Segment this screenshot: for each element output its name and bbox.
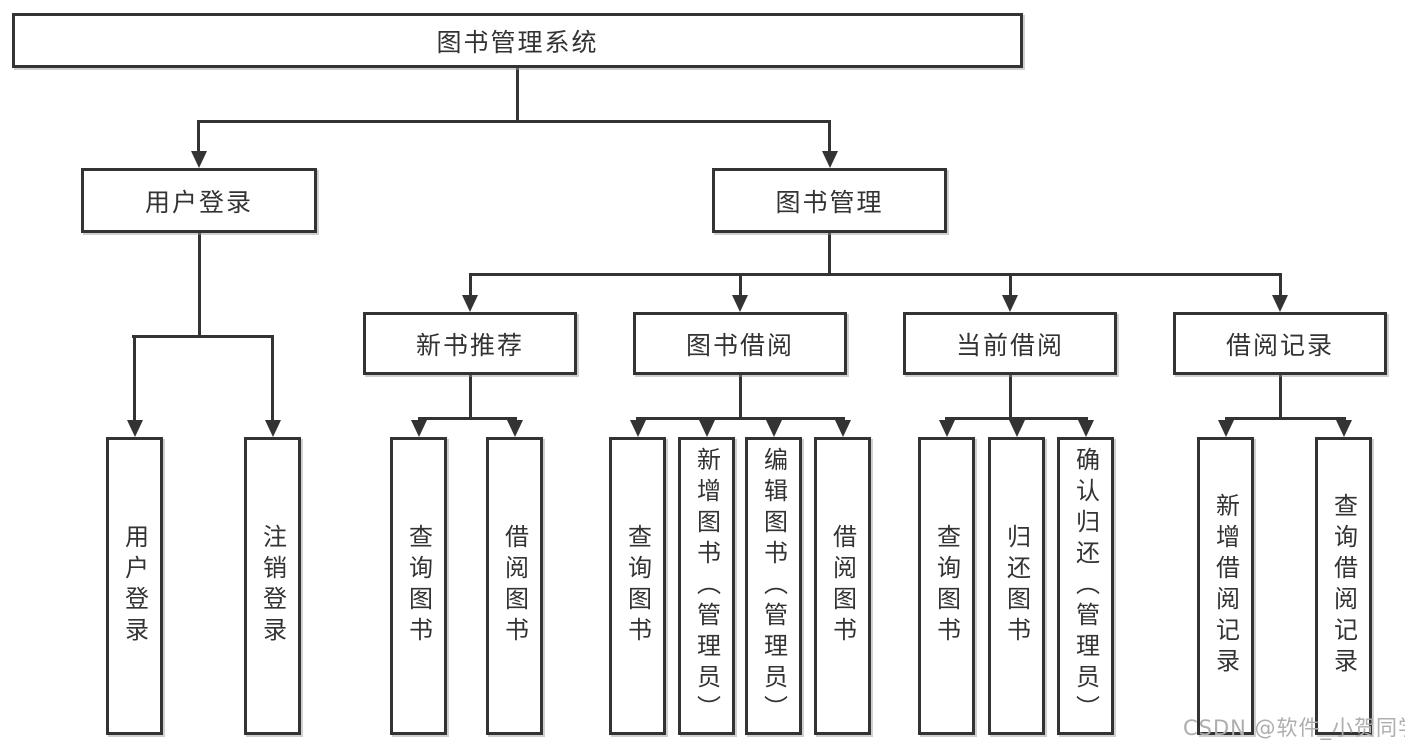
leaf-add-book-admin: 新增图书（管理员） (678, 437, 735, 735)
leaf-user-login-label: 用户登录 (120, 524, 149, 648)
connector-line (828, 233, 831, 275)
connector-arrow-shaft (197, 120, 200, 156)
arrowhead-down-icon (506, 420, 523, 437)
node-user-login-label: 用户登录 (144, 187, 253, 217)
leaf-user-login: 用户登录 (106, 437, 163, 735)
node-user-login: 用户登录 (81, 168, 317, 233)
leaf-logout: 注销登录 (244, 437, 301, 735)
arrowhead-down-icon (1077, 420, 1094, 437)
node-library-system-label: 图书管理系统 (436, 27, 599, 57)
leaf-return-book: 归还图书 (988, 437, 1045, 735)
connector-line (469, 375, 472, 419)
leaf-query-borrow-record-label: 查询借阅记录 (1329, 493, 1358, 679)
arrowhead-down-icon (1272, 295, 1288, 312)
connector-line (1009, 375, 1012, 419)
leaf-confirm-return-admin: 确认归还（管理员） (1057, 437, 1114, 735)
leaf-borrow-books-2-label: 借阅图书 (828, 524, 857, 648)
arrowhead-down-icon (938, 420, 955, 437)
leaf-query-books-recommend: 查询图书 (390, 437, 447, 735)
connector-line (132, 335, 274, 338)
arrowhead-down-icon (126, 420, 143, 437)
leaf-query-books-current-label: 查询图书 (932, 524, 961, 648)
arrowhead-down-icon (1008, 420, 1025, 437)
connector-arrow-shaft (468, 273, 472, 300)
leaf-edit-book-admin: 编辑图书（管理员） (745, 437, 802, 735)
node-borrow-records: 借阅记录 (1173, 312, 1387, 375)
leaf-return-book-label: 归还图书 (1002, 524, 1031, 648)
leaf-query-books-recommend-label: 查询图书 (404, 524, 433, 648)
arrowhead-down-icon (462, 295, 478, 312)
node-borrow-records-label: 借阅记录 (1225, 330, 1334, 360)
watermark: CSDN @软件_小贺同学 (1183, 716, 1405, 740)
connector-line (469, 273, 1281, 276)
arrowhead-down-icon (411, 420, 427, 437)
connector-arrow-shaft (133, 335, 136, 425)
connector-line (1279, 375, 1282, 419)
leaf-query-books-borrow: 查询图书 (609, 437, 666, 735)
connector-arrow-shaft (738, 273, 742, 300)
leaf-borrow-books-2: 借阅图书 (814, 437, 871, 735)
connector-line (197, 120, 831, 123)
connector-line (198, 233, 201, 337)
connector-line (516, 68, 519, 123)
leaf-add-book-admin-label: 新增图书（管理员） (692, 446, 721, 726)
arrowhead-down-icon (765, 420, 782, 437)
leaf-edit-book-admin-label: 编辑图书（管理员） (759, 446, 788, 726)
connector-arrow-shaft (1008, 273, 1012, 300)
leaf-logout-label: 注销登录 (258, 524, 287, 648)
leaf-add-borrow-record: 新增借阅记录 (1197, 437, 1254, 735)
leaf-borrow-books-recommend-label: 借阅图书 (500, 524, 529, 648)
leaf-query-borrow-record: 查询借阅记录 (1315, 437, 1372, 735)
connector-line (418, 417, 517, 420)
leaf-add-borrow-record-label: 新增借阅记录 (1211, 493, 1240, 679)
node-book-management-label: 图书管理 (775, 187, 884, 217)
arrowhead-down-icon (1002, 295, 1018, 312)
arrowhead-down-icon (698, 420, 715, 437)
arrowhead-down-icon (732, 295, 748, 312)
leaf-query-books-borrow-label: 查询图书 (623, 524, 652, 648)
arrowhead-down-icon (190, 151, 207, 168)
arrowhead-down-icon (821, 151, 838, 168)
node-new-book-recommend: 新书推荐 (363, 312, 577, 375)
node-current-borrow: 当前借阅 (903, 312, 1117, 375)
connector-line (1225, 417, 1346, 420)
arrowhead-down-icon (264, 420, 281, 437)
leaf-query-books-current: 查询图书 (918, 437, 975, 735)
node-book-borrow-label: 图书借阅 (685, 330, 794, 360)
arrowhead-down-icon (1335, 420, 1352, 437)
connector-line (739, 375, 742, 419)
leaf-confirm-return-admin-label: 确认归还（管理员） (1071, 446, 1100, 726)
leaf-borrow-books-recommend: 借阅图书 (486, 437, 543, 735)
connector-arrow-shaft (271, 335, 274, 425)
node-book-management: 图书管理 (712, 168, 947, 233)
connector-line (636, 417, 845, 420)
arrowhead-down-icon (629, 420, 646, 437)
connector-arrow-shaft (1278, 273, 1282, 300)
node-current-borrow-label: 当前借阅 (955, 330, 1064, 360)
node-new-book-recommend-label: 新书推荐 (415, 330, 524, 360)
node-book-borrow: 图书借阅 (633, 312, 847, 375)
node-library-system: 图书管理系统 (12, 13, 1023, 68)
connector-arrow-shaft (828, 120, 831, 156)
arrowhead-down-icon (1218, 420, 1234, 437)
arrowhead-down-icon (835, 420, 851, 437)
